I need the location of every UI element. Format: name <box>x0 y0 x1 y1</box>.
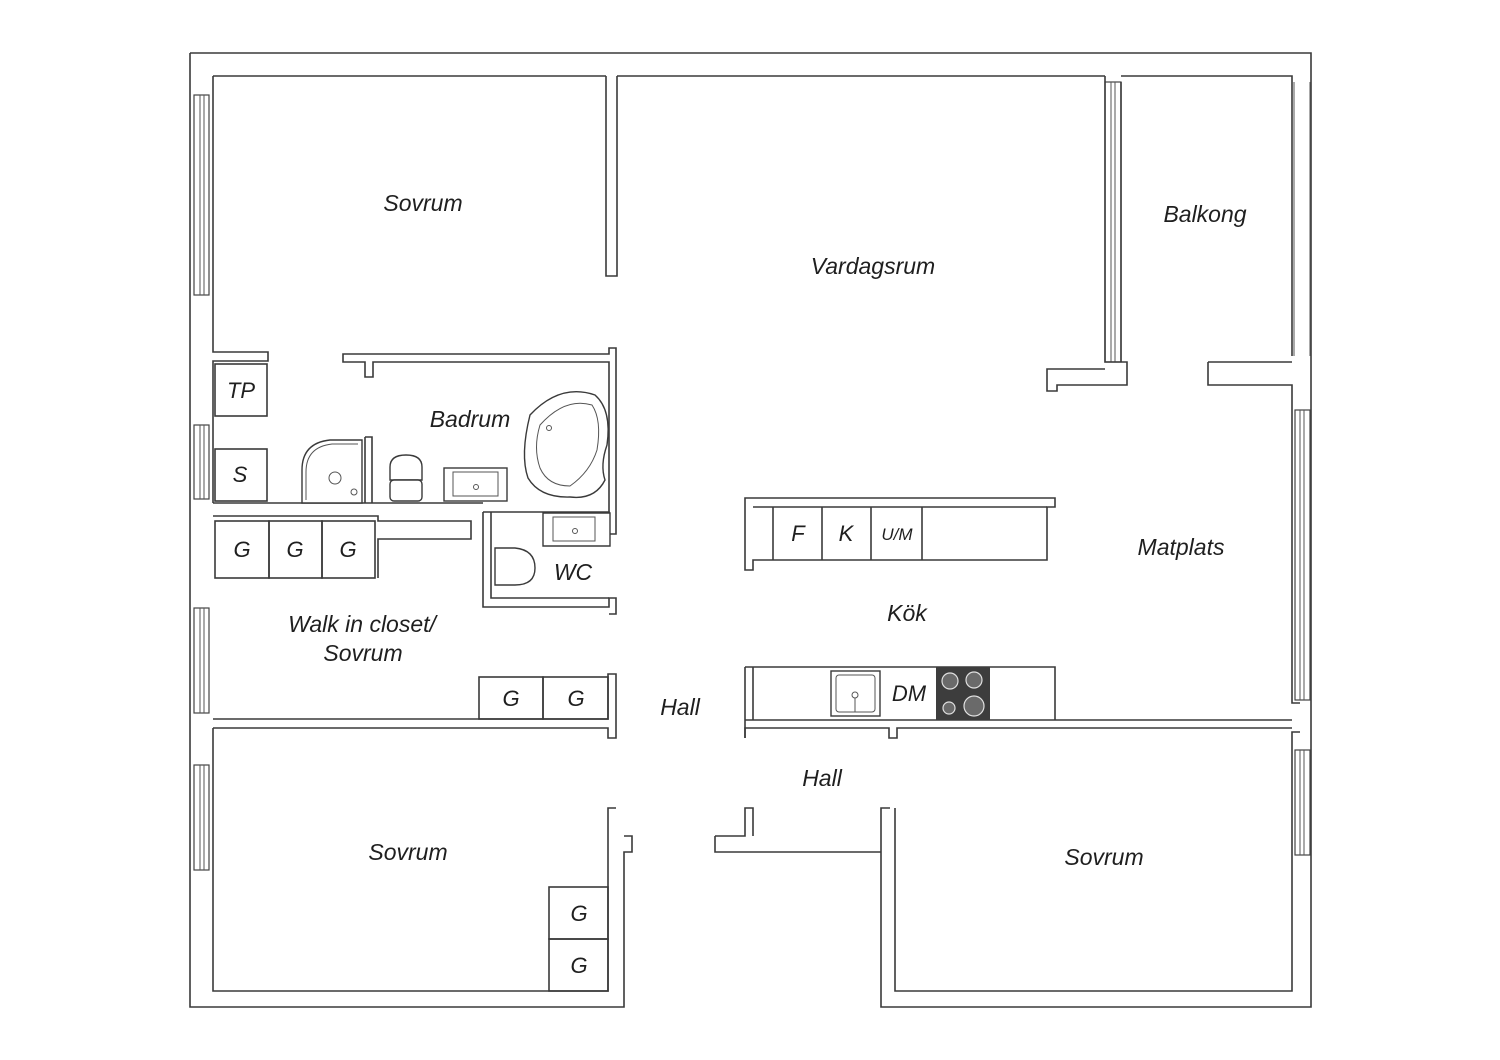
room-label-hall-1: Hall <box>660 694 701 720</box>
label-wardrobe-7: G <box>570 953 587 978</box>
balcony-door <box>1104 81 1122 363</box>
stove-icon <box>936 667 990 720</box>
room-label-sovrum-bottom-right: Sovrum <box>1064 844 1143 870</box>
label-tp: TP <box>227 378 255 403</box>
room-label-balkong: Balkong <box>1163 201 1246 227</box>
label-dishwasher: DM <box>892 681 927 706</box>
room-label-matplats: Matplats <box>1138 534 1225 560</box>
window-sovrum-bottom-right <box>1294 749 1311 856</box>
room-label-wc: WC <box>554 559 593 585</box>
room-label-badrum: Badrum <box>430 406 511 432</box>
room-label-sovrum-bottom-left: Sovrum <box>368 839 447 865</box>
label-oven-micro: U/M <box>881 525 913 544</box>
fixture-labels: TP S G G G G G G G F K U/M DM <box>227 378 927 978</box>
label-freezer: K <box>839 521 855 546</box>
windows <box>193 81 1311 871</box>
label-fridge: F <box>791 521 806 546</box>
label-wardrobe-2: G <box>286 537 303 562</box>
storage <box>214 363 609 992</box>
label-wardrobe-4: G <box>502 686 519 711</box>
window-matplats <box>1294 409 1311 701</box>
room-label-walk-in-sovrum: Sovrum <box>323 640 402 666</box>
room-label-sovrum-top: Sovrum <box>383 190 462 216</box>
interior-walls <box>213 76 1300 853</box>
room-label-kok: Kök <box>887 600 928 626</box>
window-sovrum-top <box>193 94 210 296</box>
window-walk-in <box>193 607 210 714</box>
bathtub-icon <box>523 391 609 499</box>
label-wardrobe-3: G <box>339 537 356 562</box>
room-label-walk-in-closet: Walk in closet/ <box>288 611 438 637</box>
outer-walls <box>189 52 1312 1008</box>
room-label-vardagsrum: Vardagsrum <box>811 253 935 279</box>
shower-icon <box>301 439 363 504</box>
window-bath <box>193 424 210 500</box>
window-sovrum-bottom-left <box>193 764 210 871</box>
room-label-hall-2: Hall <box>802 765 843 791</box>
label-wardrobe-1: G <box>233 537 250 562</box>
kitchen <box>744 497 1056 738</box>
label-wardrobe-6: G <box>570 901 587 926</box>
room-labels: Sovrum Vardagsrum Balkong Badrum Matplat… <box>288 190 1247 870</box>
label-wardrobe-5: G <box>567 686 584 711</box>
bathroom-fixtures <box>301 391 611 586</box>
label-s: S <box>233 462 248 487</box>
toilet-icon <box>389 454 423 481</box>
wc-toilet-icon <box>494 547 536 586</box>
